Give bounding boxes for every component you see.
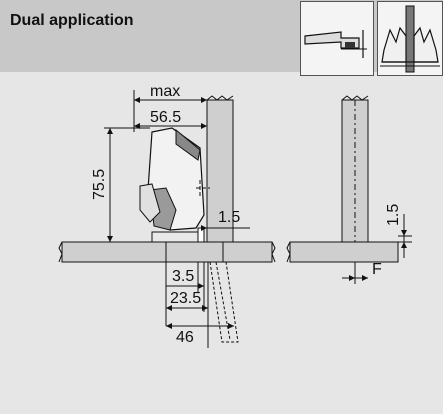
technical-drawing: max 56.5 75.5 1.5 3.5 23.5 46 1.5 F: [58, 83, 412, 348]
dim-max-label: max: [150, 83, 180, 100]
dim-offset-a: 3.5: [172, 268, 194, 285]
dim-offset-c: 46: [176, 329, 194, 346]
door-panel: [61, 241, 273, 263]
door-panel-right: [289, 241, 399, 263]
dim-height: 75.5: [91, 169, 108, 200]
hinge-drawing: [139, 127, 210, 243]
cabinet-side-panel: [206, 99, 234, 243]
dim-gap-right: 1.5: [385, 204, 402, 226]
hinge-dual-application-icon: [377, 1, 443, 76]
dim-f-label: F: [372, 261, 382, 278]
dim-max-value: 56.5: [150, 109, 181, 126]
dim-gap-left: 1.5: [218, 209, 240, 226]
header-bar: Dual application: [0, 0, 443, 76]
dim-offset-b: 23.5: [170, 290, 201, 307]
page-title: Dual application: [10, 12, 134, 29]
hinge-side-view-icon: [300, 1, 374, 76]
